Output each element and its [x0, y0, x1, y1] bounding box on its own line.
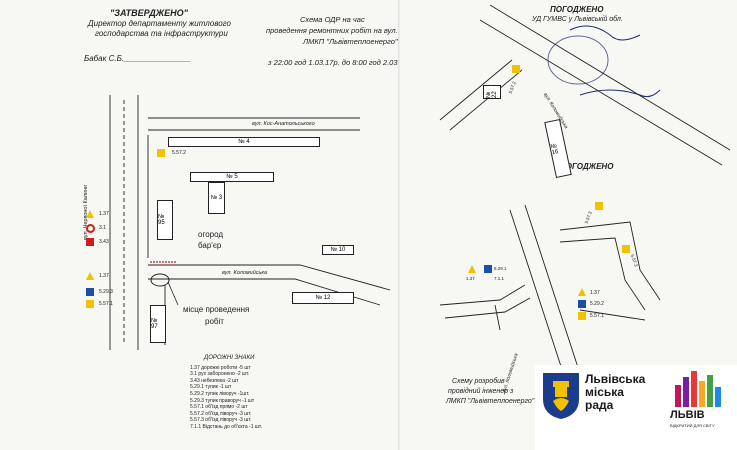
director-line-1: Директор департаменту житлового	[88, 19, 231, 28]
legend-item: 3.43 небезпека -2 шт	[190, 377, 239, 384]
roadwork-sign-icon	[578, 288, 586, 296]
roadwork-sign-icon	[86, 272, 94, 280]
lviv-brand: ЛЬВІВ	[670, 409, 705, 421]
sign-code: 1.37	[466, 276, 475, 281]
roadwork-sign-icon	[86, 210, 94, 218]
detour-sign-icon	[86, 300, 94, 308]
work-period: з 22:00 год 1.03.17р. до 8:00 год 2.03.1…	[268, 58, 415, 67]
lviv-skyline-icon	[675, 371, 721, 407]
building-95: № 95	[157, 200, 173, 240]
detour-sign-icon	[622, 245, 630, 253]
sign-code: 5.29.1	[494, 266, 507, 271]
street-top-label: вул. Кос-Анатольського	[252, 121, 315, 127]
legend-item: 1.37 дорожні роботи -5 шт	[190, 364, 251, 371]
sign-code: 3.1	[99, 225, 106, 231]
street-bottom-label: вул. Коломийська	[222, 270, 268, 276]
legend-item: 5.57.1 об'їзд прямо -2 шт	[190, 404, 248, 411]
detour-sign-icon	[578, 312, 586, 320]
lviv-logo-area: Львівська міська рада ЛЬВІВ ВІДКРИТИЙ ДЛ…	[535, 365, 737, 450]
city-council-name: Львівська міська рада	[585, 372, 646, 412]
sign-code: 7.1.1	[494, 276, 505, 281]
sign-code: 1.37	[99, 273, 109, 279]
developer-line-1: Схему розробив	[452, 378, 505, 385]
developer-line-3: ЛМКП "Львівтеплоенерго"	[446, 398, 535, 405]
page-fold	[398, 0, 401, 450]
dead-end-sign-icon	[484, 265, 492, 273]
sign-code: 5.57.2	[172, 150, 186, 156]
detour-sign-icon	[595, 202, 603, 210]
scheme-line-3: ЛМКП "Львівтеплоенерго"	[303, 37, 398, 46]
detour-sign-icon	[157, 149, 165, 157]
dead-end-sign-icon	[86, 288, 94, 296]
building-22: № 22	[483, 85, 501, 99]
building-10: № 10	[322, 245, 354, 255]
lviv-tagline: ВІДКРИТИЙ ДЛЯ СВІТУ	[670, 423, 715, 428]
sign-code: 3.43	[99, 239, 109, 245]
official-stamp	[547, 35, 609, 85]
fence-label-2: бар'єр	[198, 241, 222, 250]
work-place-label-1: місце проведення	[183, 305, 250, 314]
sign-code: 5.29.3	[99, 289, 113, 295]
lviv-coat-of-arms-icon	[543, 373, 579, 419]
building-4: № 4	[168, 137, 320, 147]
legend-title: ДОРОЖНІ ЗНАКИ	[204, 355, 255, 361]
signer: Бабак С.Б._______________	[84, 54, 191, 63]
building-5: № 5	[190, 172, 274, 182]
sign-code: 1.37	[590, 290, 600, 296]
work-site-marker	[150, 273, 170, 287]
legend-item: 5.29.2 тупик ліворуч -1шт.	[190, 390, 250, 397]
work-place-label-2: робіт	[205, 317, 224, 326]
legend-item: 7.1.1 Відстань до об'єкта -1 шт.	[190, 423, 262, 430]
director-line-2: господарства та інфраструктури	[95, 29, 228, 38]
sign-code: 1.37	[99, 211, 109, 217]
legend-item: 5.57.3 об'їзд ліворуч -3 шт.	[190, 417, 252, 424]
right-map	[439, 4, 731, 441]
approved-title: "ЗАТВЕРДЖЕНО"	[110, 8, 188, 18]
detour-sign-icon	[512, 65, 520, 73]
developer-line-2: провідний інженер з	[448, 388, 514, 395]
scheme-line-1: Схема ОДР на час	[300, 15, 365, 24]
sign-code: 5.57.1	[590, 313, 604, 319]
roadwork-sign-icon	[468, 265, 476, 273]
building-12: № 12	[292, 292, 354, 304]
danger-sign-icon	[86, 238, 94, 246]
scheme-line-2: проведення ремонтних робіт на вул. Колом…	[266, 26, 446, 35]
left-sheet: "ЗАТВЕРДЖЕНО" Директор департаменту житл…	[83, 8, 446, 431]
fence-label-1: огород	[198, 230, 224, 239]
agreed-title-repeat: ПОГОДЖЕНО	[560, 162, 614, 171]
legend-item: 5.29.3 тупик праворуч -1 шт	[190, 397, 255, 404]
ud-line: УД ГУМВС у Львівській обл.	[532, 16, 623, 23]
legend-item: 5.29.1 тупик -1 шт	[190, 384, 232, 391]
sign-code: 5.29.2	[590, 301, 604, 307]
legend: ДОРОЖНІ ЗНАКИ 1.37 дорожні роботи -5 шт …	[190, 355, 262, 431]
legend-item: 3.1 рух заборонено -2 шт.	[190, 371, 250, 378]
sign-code: 5.57.1	[99, 301, 113, 307]
dead-end-sign-icon	[578, 300, 586, 308]
building-97: № 97	[150, 305, 166, 343]
no-entry-sign-icon	[86, 224, 95, 233]
agreed-title: ПОГОДЖЕНО	[550, 5, 604, 14]
building-3: № 3	[208, 182, 225, 214]
legend-item: 5.57.2 об'їзд ліворуч -3 шт.	[190, 410, 252, 417]
